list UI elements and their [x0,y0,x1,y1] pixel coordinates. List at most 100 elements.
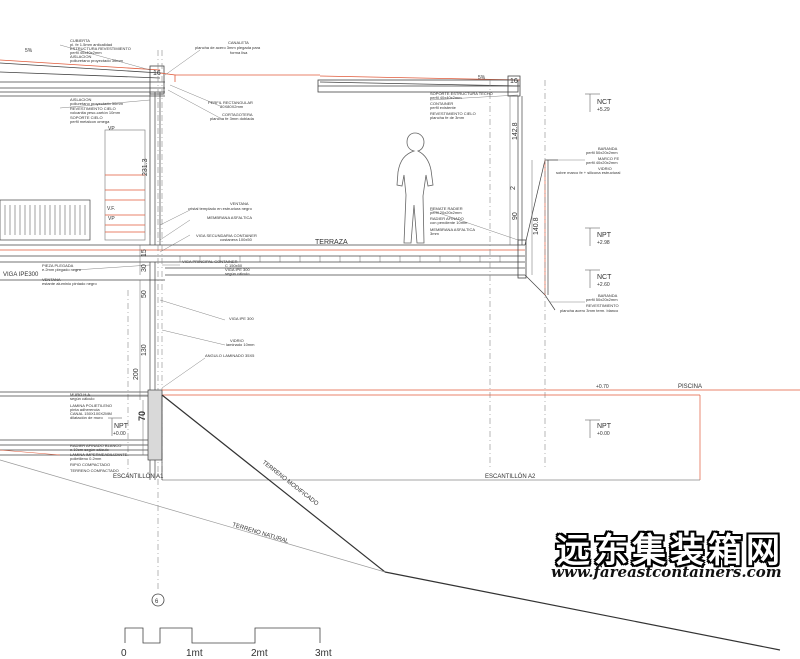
level-npt-bottom-name: NPT [597,423,612,430]
slope-label-left: 5% [25,48,33,54]
svg-text:PIEZA PLEGADA: PIEZA PLEGADA [42,263,74,268]
svg-text:AISLACION: AISLACION [70,54,91,59]
scale-label-1mt: 1mt [186,648,203,659]
note-baranda-top: BARANDA perfil 50x20x2mm MARCO FE perfil… [556,146,620,175]
svg-text:REVESTIMIENTO CIELO: REVESTIMIENTO CIELO [430,111,476,116]
svg-text:laminado 10mm: laminado 10mm [226,342,255,347]
vf-label: V.F. [107,206,115,212]
svg-text:AISLACION: AISLACION [70,97,91,102]
svg-text:PERFIL RECTANGULAR: PERFIL RECTANGULAR [208,100,253,105]
svg-text:perfil metalcon omega: perfil metalcon omega [70,119,110,124]
axis-lines [127,50,546,590]
svg-text:VIDRIO: VIDRIO [230,338,244,343]
dim-16-left: 16 [153,70,161,77]
terreno-natural-label: TERRENO NATURAL [231,522,289,545]
terraza-label: TERRAZA [315,239,348,246]
svg-text:MURO H.A.: MURO H.A. [70,392,91,397]
svg-text:VENTANA: VENTANA [42,277,61,282]
dim-70: 70 [137,411,147,421]
pool-label: PISCINA [678,384,702,390]
svg-text:BARANDA: BARANDA [598,146,618,151]
terreno-natural-line [0,459,386,573]
svg-text:RADIER AFINADO BLANCO: RADIER AFINADO BLANCO [70,443,121,448]
level-npt-mid-name: NPT [597,232,612,239]
svg-text:REMATE RADIER: REMATE RADIER [430,206,463,211]
svg-text:VIDRIO: VIDRIO [598,166,612,171]
note-cortagotera: CORTAGOTERA plancha fe 3mm doblada [210,112,255,121]
vp-label-upper: VP [108,126,115,132]
note-viga-principal: VIGA PRINCIPAL CONTAINER C 150x50 VIGA I… [182,259,250,276]
note-soporte-estructura: SOPORTE ESTRUCTURA TECHO perfil 40x40x2m… [430,91,493,120]
svg-text:plancha de acero 3mm plegada p: plancha de acero 3mm plegada para [195,45,261,50]
svg-text:pl. fe 1.5mm anticalidad: pl. fe 1.5mm anticalidad [70,42,112,47]
level-nct-mid-name: NCT [597,274,612,281]
human-figure [396,132,434,244]
note-perfil-rectangular: PERFIL RECTANGULAR 80X80X2mm [208,100,253,109]
svg-text:ESTRUCTURA REVESTIMIENTO: ESTRUCTURA REVESTIMIENTO [70,46,131,51]
svg-text:TERRENO COMPACTADO: TERRENO COMPACTADO [70,468,119,473]
level-npt-bottom-value: +0.00 [597,431,610,437]
svg-text:según cálculo: según cálculo [70,396,95,401]
level-markers [108,93,600,438]
level-nct-top-value: +5.29 [597,107,610,113]
level-npt-mid-value: +2.98 [597,240,610,246]
svg-text:RIPIO COMPACTADO: RIPIO COMPACTADO [70,462,110,467]
svg-text:dilatación de muro: dilatación de muro [70,415,103,420]
svg-text:REVESTIMIENTO CIELO: REVESTIMIENTO CIELO [70,106,116,111]
note-viga-ipe: VIGA IPE 300 [229,316,254,321]
note-cubierta: CUBIERTA pl. fe 1.5mm anticalidad ESTRUC… [70,38,131,63]
axis-6-bubble [151,593,165,607]
level-npt-left-value: +0.00 [113,431,126,437]
escantillon-a2-label: ESCANTILLÓN A2 [485,473,536,480]
svg-text:CUBIERTA: CUBIERTA [70,38,90,43]
svg-text:3mm: 3mm [430,231,440,236]
viga-ipe300-label: VIGA IPE300 [3,272,39,278]
svg-text:perfil 50x20x2mm: perfil 50x20x2mm [586,297,618,302]
note-baranda-bottom: BARANDA perfil 50x20x2mm REVESTIMIENTO p… [560,293,619,313]
svg-text:sobre marco fe + silicona estr: sobre marco fe + silicona estructural [556,170,620,175]
svg-text:perfil 20x20x2mm: perfil 20x20x2mm [430,210,462,215]
dim-130: 130 [141,344,148,356]
vp-label-lower: VP [108,216,115,222]
slope-label-right: 5% [478,75,486,81]
dimension-lines [139,96,533,455]
svg-text:plancha fe de 3mm: plancha fe de 3mm [430,115,465,120]
pool-level: +0.70 [596,384,609,390]
svg-text:perfil 40x40x2mm: perfil 40x40x2mm [430,95,462,100]
svg-text:MEMBRANA ASFALTICA: MEMBRANA ASFALTICA [430,227,475,232]
terreno-modificado-label: TERRENO MODIFICADO [261,460,320,508]
scale-label-0: 0 [121,648,127,659]
note-muro: MURO H.A. según cálculo LAMINA POLIETILE… [70,392,112,420]
svg-text:polietileno 0.2mm: polietileno 0.2mm [70,456,102,461]
note-radier: RADIER AFINADO BLANCO e.10cm según cálcu… [70,443,128,473]
terrain-lines [0,394,781,651]
note-membrana-asfaltica: MEMBRANA ASFALTICA [207,215,252,220]
escantillon-a1-label: ESCANTILLÓN A1 [113,473,164,480]
svg-text:REVESTIMIENTO: REVESTIMIENTO [586,303,619,308]
svg-text:BARANDA: BARANDA [598,293,618,298]
level-nct-top-name: NCT [597,99,612,106]
note-viga-secundaria: VIGA SECUNDARIA CONTAINER costanera 100x… [196,233,257,242]
dim-140-8: 140.8 [533,217,540,235]
dim-30: 30 [141,264,148,272]
watermark-chinese: 远东集装箱网 [556,531,784,571]
svg-text:C 150x50: C 150x50 [225,263,243,268]
svg-text:costanera 100x50: costanera 100x50 [220,237,253,242]
svg-text:pinta adherencia: pinta adherencia [70,407,100,412]
dim-2: 2 [510,186,517,190]
svg-text:CORTAGOTERA: CORTAGOTERA [222,112,253,117]
note-canaleta: CANALETA plancha de acero 3mm plegada pa… [195,40,261,55]
svg-text:estante aluminio pintado negro: estante aluminio pintado negro [42,281,97,286]
dim-200: 200 [133,368,140,380]
note-vidrio: VIDRIO laminado 10mm [226,338,255,347]
terreno-modificado-line [161,394,386,573]
dim-90: 90 [512,212,519,220]
svg-text:VIGA IPE 300: VIGA IPE 300 [225,267,250,272]
svg-text:LAMINA POLIETILENO: LAMINA POLIETILENO [70,403,112,408]
note-remate-radier: REMATE RADIER perfil 20x20x2mm RADIER AF… [430,206,475,236]
dim-16-right: 16 [510,78,518,85]
svg-text:perfil 50x20x2mm: perfil 50x20x2mm [586,150,618,155]
svg-text:80X80X2mm: 80X80X2mm [220,104,244,109]
svg-text:perfil 40x40x2mm: perfil 40x40x2mm [70,50,102,55]
svg-text:con pendiente 10mm: con pendiente 10mm [430,220,468,225]
